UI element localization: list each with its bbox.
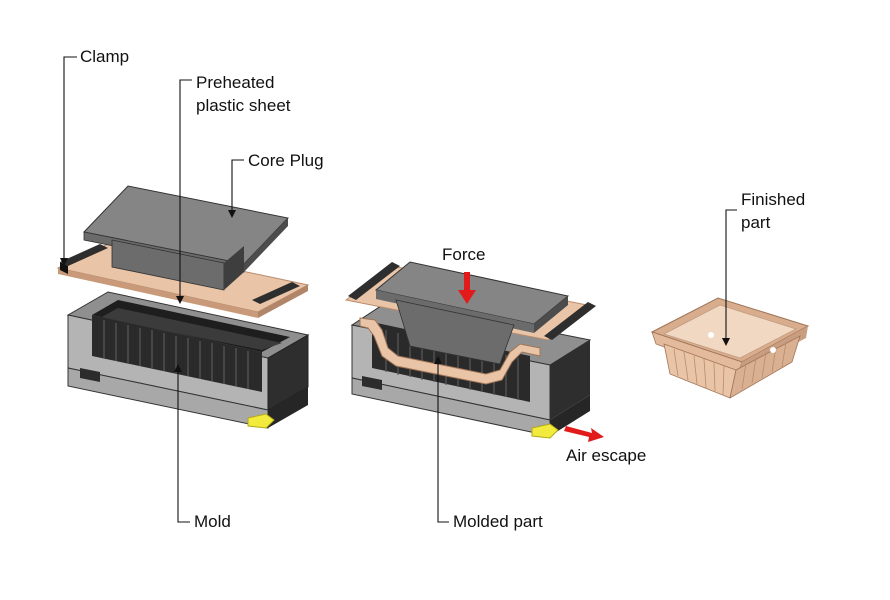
air-escape-arrow <box>564 426 604 442</box>
force-arrow <box>458 272 476 304</box>
core-plug <box>83 185 289 291</box>
finished-part-label-line1: Finished <box>741 190 806 209</box>
clamp-bars <box>60 244 300 304</box>
stage-2-forming <box>344 261 604 442</box>
leader-arrowheads <box>60 210 730 372</box>
air-escape-label: Air escape <box>566 446 647 465</box>
finished-part-label-line2: part <box>741 213 771 232</box>
core-plug-leader <box>231 159 244 212</box>
mold-leader <box>177 370 190 523</box>
molded-part-label: Molded part <box>453 512 543 531</box>
leader-lines <box>63 56 737 523</box>
finished-part-tray <box>650 297 810 399</box>
mold-label: Mold <box>194 512 231 531</box>
preheated-sheet-label-line1: Preheated <box>196 73 275 92</box>
core-plug-label: Core Plug <box>248 151 324 170</box>
mold-block <box>66 291 310 429</box>
sheet-leader <box>179 79 192 298</box>
clamp-label: Clamp <box>80 47 130 66</box>
clamp-leader <box>63 56 77 260</box>
finished-part-leader <box>725 209 737 340</box>
force-label: Force <box>442 245 486 264</box>
preheated-sheet-label-line2: plastic sheet <box>196 96 291 115</box>
stage-1-assembly <box>56 185 310 429</box>
molded-part-leader <box>437 362 449 523</box>
